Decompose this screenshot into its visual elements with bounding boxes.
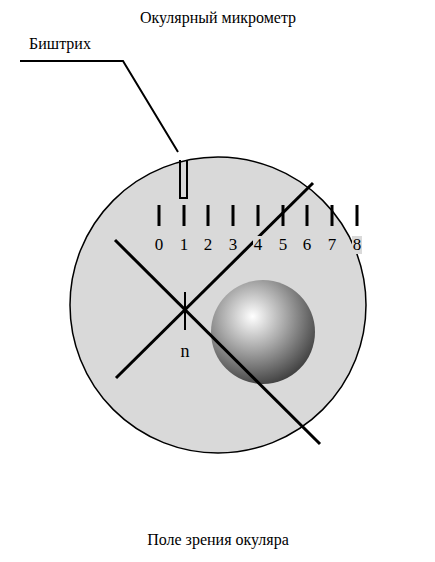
division-label: n [180,342,191,362]
part-label: Биштрих [29,35,91,53]
crosshair [115,183,320,444]
scale-number: 6 [302,236,313,255]
diagram-caption: Поле зрения окуляра [147,531,289,549]
scale-number: 8 [352,236,363,255]
scale-number: 3 [228,236,239,255]
scale-number: 7 [327,236,338,255]
scale-number: 0 [154,236,165,255]
scale-ticks [159,205,357,226]
diagram-title: Окулярный микрометр [140,9,296,27]
scale-number: 1 [179,236,190,255]
field-of-view [70,157,366,453]
scale-number: 4 [253,236,264,255]
double-stroke [180,160,187,198]
sphere-object [211,280,315,384]
leader-line [20,61,178,152]
scale-number: 2 [203,236,214,255]
scale-number: 5 [278,236,289,255]
